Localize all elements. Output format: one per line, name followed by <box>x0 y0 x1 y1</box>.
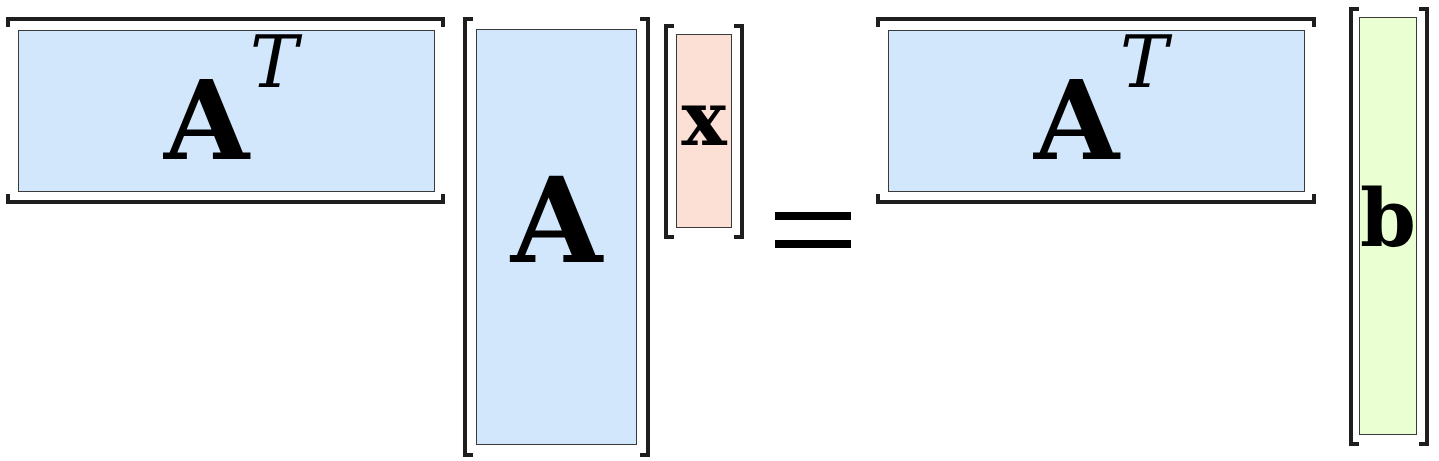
b-vector: b <box>1349 7 1429 446</box>
lhs-a-fill: A <box>476 29 637 445</box>
b-fill: b <box>1359 17 1417 435</box>
equals-bar-bottom <box>775 240 851 248</box>
rhs-at-bracket-bottom <box>876 194 1316 204</box>
rhs-at-superscript: T <box>1119 20 1168 104</box>
lhs-a-matrix: A <box>463 17 650 457</box>
rhs-at-bracket-top <box>876 17 1316 27</box>
lhs-at-bracket-bottom <box>6 194 445 204</box>
x-vector: x <box>664 24 744 239</box>
lhs-at-bracket-top <box>6 17 445 27</box>
lhs-a-symbol: A <box>510 151 603 290</box>
lhs-at-superscript: T <box>249 20 298 104</box>
b-bracket-left <box>1349 7 1359 446</box>
b-symbol: b <box>1360 171 1416 265</box>
lhs-at-symbol: A <box>163 56 250 185</box>
x-bracket-right <box>734 24 744 239</box>
b-bracket-right <box>1419 7 1429 446</box>
x-bracket-left <box>664 24 674 239</box>
lhs-a-bracket-right <box>640 17 650 457</box>
equals-sign <box>775 210 851 250</box>
x-symbol: x <box>681 74 727 163</box>
equals-bar-top <box>775 212 851 220</box>
rhs-at-symbol: A <box>1033 56 1120 185</box>
x-fill: x <box>676 34 732 228</box>
lhs-a-bracket-left <box>463 17 473 457</box>
